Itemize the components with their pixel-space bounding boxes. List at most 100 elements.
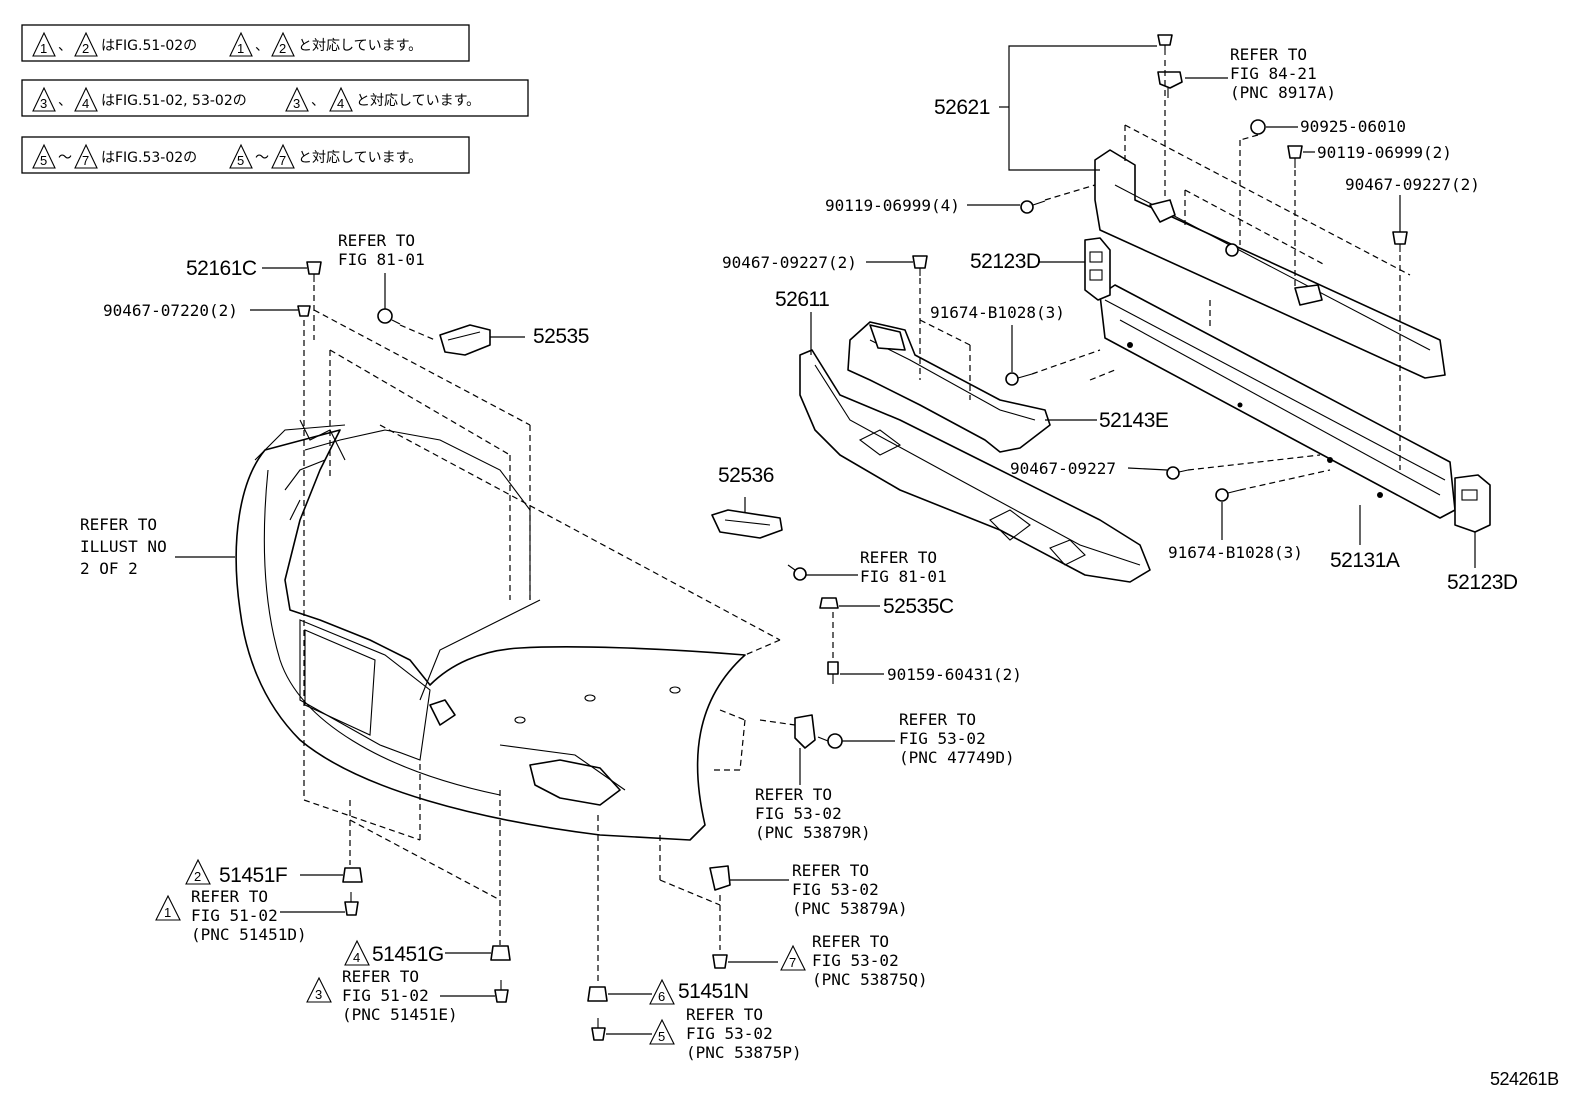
svg-text:2: 2 xyxy=(279,41,286,56)
front-bumper-cover xyxy=(235,419,746,841)
svg-text:3: 3 xyxy=(293,96,300,111)
note-1-tri-c: 1 xyxy=(229,31,253,57)
bracket-52536 xyxy=(711,509,783,539)
refer-53879A-line3: (PNC 53879A) xyxy=(792,899,908,918)
triangle-4: 4 xyxy=(344,939,370,966)
refer-84-21-line1: REFER TO xyxy=(1230,45,1307,64)
svg-text:5: 5 xyxy=(40,153,47,168)
absorber-52143E xyxy=(847,321,1051,453)
svg-text:、: 、 xyxy=(311,93,325,109)
refer-51451D-line3: (PNC 51451D) xyxy=(191,925,307,944)
svg-text:2: 2 xyxy=(194,869,201,884)
note-box-1: 1 、 2 はFIG.51-02の 1 、 2 と対応しています。 xyxy=(21,24,470,62)
svg-text:4: 4 xyxy=(353,950,360,965)
clip-icon-47749D xyxy=(817,733,843,749)
label-52123D-bottom: 52123D xyxy=(1447,571,1518,594)
note-2-tri-a: 3 xyxy=(32,86,56,112)
svg-text:3: 3 xyxy=(40,96,47,111)
svg-text:5: 5 xyxy=(658,1029,665,1044)
bolt-icon-51451E xyxy=(494,980,509,1003)
clip-icon-90467-09227-mid xyxy=(912,255,928,276)
clip-icon-51451N xyxy=(587,986,608,1002)
label-90467-09227-2-right: 90467-09227(2) xyxy=(1345,175,1480,194)
label-90119-06999-4: 90119-06999(4) xyxy=(825,196,960,215)
bracket-52535 xyxy=(439,324,491,356)
note-3-tri-d: 7 xyxy=(271,143,295,169)
refer-illust-line3: 2 OF 2 xyxy=(80,559,138,578)
refer-53875P-line1: REFER TO xyxy=(686,1005,763,1024)
refer-47749D-line2: FIG 53-02 xyxy=(899,729,986,748)
label-90467-07220-2: 90467-07220(2) xyxy=(103,301,238,320)
note-1-tri-d: 2 xyxy=(271,31,295,57)
diagram-id: 524261B xyxy=(1490,1069,1559,1089)
bolt-icon-81-01-b xyxy=(787,564,807,581)
label-51451N: 51451N xyxy=(678,980,749,1003)
svg-text:、: 、 xyxy=(58,38,72,54)
bolt-icon-90159 xyxy=(827,661,839,684)
bolt-icon-90119-2 xyxy=(1287,145,1303,168)
refer-84-21-line2: FIG 84-21 xyxy=(1230,64,1317,83)
note-3-tri-c: 5 xyxy=(229,143,253,169)
refer-81-01-b-line1: REFER TO xyxy=(860,548,937,567)
triangle-5: 5 xyxy=(649,1018,675,1045)
label-90159-60431-2: 90159-60431(2) xyxy=(887,665,1022,684)
refer-47749D-line3: (PNC 47749D) xyxy=(899,748,1015,767)
label-52536: 52536 xyxy=(718,464,774,487)
note-2-tri-c: 3 xyxy=(285,86,309,112)
note-3-text: はFIG.53-02の xyxy=(101,150,197,166)
refer-51451D-line1: REFER TO xyxy=(191,887,268,906)
note-3-tri-a: 5 xyxy=(32,143,56,169)
bracket-icon-53879A xyxy=(709,865,731,891)
svg-text:5: 5 xyxy=(237,153,244,168)
note-box-2: 3 、 4 はFIG.51-02, 53-02の 3 、 4 と対応しています。 xyxy=(21,79,529,117)
svg-text:、: 、 xyxy=(58,93,72,109)
refer-53879R-line3: (PNC 53879R) xyxy=(755,823,871,842)
note-3-tri-b: 7 xyxy=(74,143,98,169)
note-2-text: はFIG.51-02, 53-02の xyxy=(101,93,247,109)
bolt-icon-53875P xyxy=(591,1018,606,1041)
refer-51451E-line1: REFER TO xyxy=(342,967,419,986)
note-2-tail: と対応しています。 xyxy=(356,93,480,109)
refer-53875P-line2: FIG 53-02 xyxy=(686,1024,773,1043)
clip-icon-8917A xyxy=(1157,71,1183,98)
triangle-1: 1 xyxy=(155,894,181,921)
label-52535: 52535 xyxy=(533,325,589,348)
svg-text:1: 1 xyxy=(164,905,171,920)
refer-53879A-line2: FIG 53-02 xyxy=(792,880,879,899)
refer-53875Q-line3: (PNC 53875Q) xyxy=(812,970,928,989)
label-52535C: 52535C xyxy=(883,595,954,618)
clip-icon-90467-07220 xyxy=(297,305,311,317)
refer-illust-line2: ILLUST NO xyxy=(80,537,167,556)
svg-text:～: ～ xyxy=(58,150,72,166)
refer-53875Q-line1: REFER TO xyxy=(812,932,889,951)
triangle-6: 6 xyxy=(649,978,675,1005)
label-52123D-top: 52123D xyxy=(970,250,1041,273)
refer-84-21-line3: (PNC 8917A) xyxy=(1230,83,1336,102)
bolt-icon-91674-a xyxy=(1005,372,1033,386)
refer-53879R-line2: FIG 53-02 xyxy=(755,804,842,823)
bracket-icon-53879R xyxy=(794,714,816,749)
bolt-icon-90119-4 xyxy=(1020,200,1046,214)
svg-text:1: 1 xyxy=(237,41,244,56)
svg-text:、: 、 xyxy=(255,38,269,54)
refer-47749D-line1: REFER TO xyxy=(899,710,976,729)
refer-53875Q-line2: FIG 53-02 xyxy=(812,951,899,970)
svg-text:2: 2 xyxy=(82,41,89,56)
bumper-reinforcement-52131A xyxy=(1099,284,1456,519)
assembly-lines xyxy=(303,60,1411,985)
side-bracket-52123D-top xyxy=(1084,237,1111,301)
label-51451F: 51451F xyxy=(219,864,287,887)
clip-icon-52535C xyxy=(819,597,839,609)
clip-icon-51451F xyxy=(342,867,363,883)
bolt-icon-52621-top xyxy=(1157,34,1173,55)
note-1-tail: と対応しています。 xyxy=(298,38,422,54)
label-90467-09227: 90467-09227 xyxy=(1010,459,1116,478)
note-box-3: 5 ～ 7 はFIG.53-02の 5 ～ 7 と対応しています。 xyxy=(21,136,470,174)
refer-53879R-line1: REFER TO xyxy=(755,785,832,804)
label-52161C: 52161C xyxy=(186,257,257,280)
svg-text:7: 7 xyxy=(279,153,286,168)
svg-text:1: 1 xyxy=(40,41,47,56)
refer-illust-line1: REFER TO xyxy=(80,515,157,534)
label-52143E: 52143E xyxy=(1099,409,1169,432)
note-1-text: はFIG.51-02の xyxy=(101,38,197,54)
